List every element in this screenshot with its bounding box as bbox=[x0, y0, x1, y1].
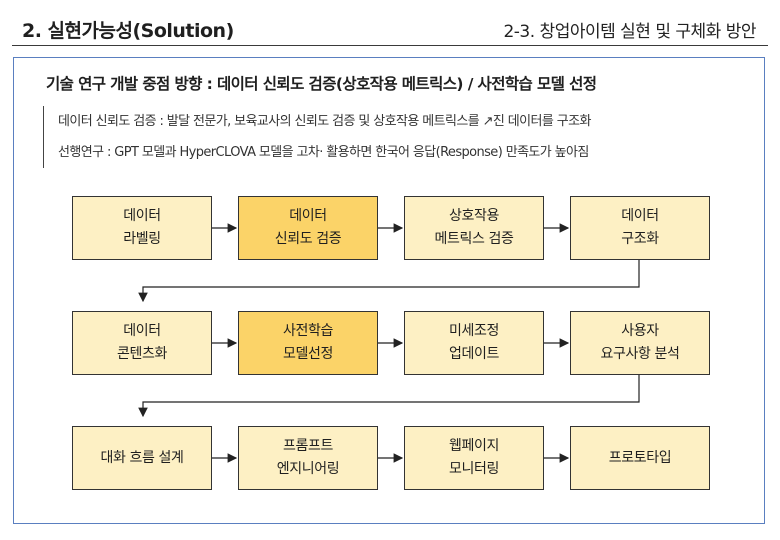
step-interaction-metrics-verification: 상호작용 메트릭스 검증 bbox=[404, 196, 544, 260]
step-data-structuring: 데이터 구조화 bbox=[570, 196, 710, 260]
step-webpage-monitoring: 웹페이지 모니터링 bbox=[404, 426, 544, 490]
flow-arrows bbox=[138, 223, 640, 463]
description-block: 데이터 신뢰도 검증 : 발달 전문가, 보육교사의 신뢰도 검증 및 상호작용… bbox=[43, 106, 591, 168]
step-data-contents: 데이터 콘텐츠화 bbox=[72, 311, 212, 375]
title-divider bbox=[12, 45, 768, 46]
description-line: 선행연구 : GPT 모델과 HyperCLOVA 모델을 고차· 활용하면 한… bbox=[58, 145, 589, 160]
panel-heading: 기술 연구 개발 중점 방향 : 데이터 신뢰도 검증(상호작용 메트릭스) /… bbox=[46, 75, 597, 93]
step-dialog-flow-design: 대화 흐름 설계 bbox=[72, 426, 212, 490]
step-prompt-engineering: 프롬프트 엔지니어링 bbox=[238, 426, 378, 490]
description-line: 데이터 신뢰도 검증 : 발달 전문가, 보육교사의 신뢰도 검증 및 상호작용… bbox=[58, 114, 591, 129]
step-data-reliability-verification: 데이터 신뢰도 검증 bbox=[238, 196, 378, 260]
step-user-requirements-analysis: 사용자 요구사항 분석 bbox=[570, 311, 710, 375]
step-data-labeling: 데이터 라벨링 bbox=[72, 196, 212, 260]
content-panel: 기술 연구 개발 중점 방향 : 데이터 신뢰도 검증(상호작용 메트릭스) /… bbox=[13, 57, 765, 524]
flow-connector bbox=[138, 260, 640, 303]
step-pretrained-model-selection: 사전학습 모델선정 bbox=[238, 311, 378, 375]
page-subtitle: 2-3. 창업아이템 실현 및 구체화 방안 bbox=[503, 22, 756, 42]
flow-connector bbox=[138, 375, 640, 418]
step-fine-tuning-update: 미세조정 업데이트 bbox=[404, 311, 544, 375]
page-title: 2. 실현가능성(Solution) bbox=[22, 20, 234, 42]
step-prototype: 프로토타입 bbox=[570, 426, 710, 490]
process-flow: 데이터 라벨링 데이터 신뢰도 검증 상호작용 메트릭스 검증 데이터 구조화 … bbox=[14, 58, 766, 525]
